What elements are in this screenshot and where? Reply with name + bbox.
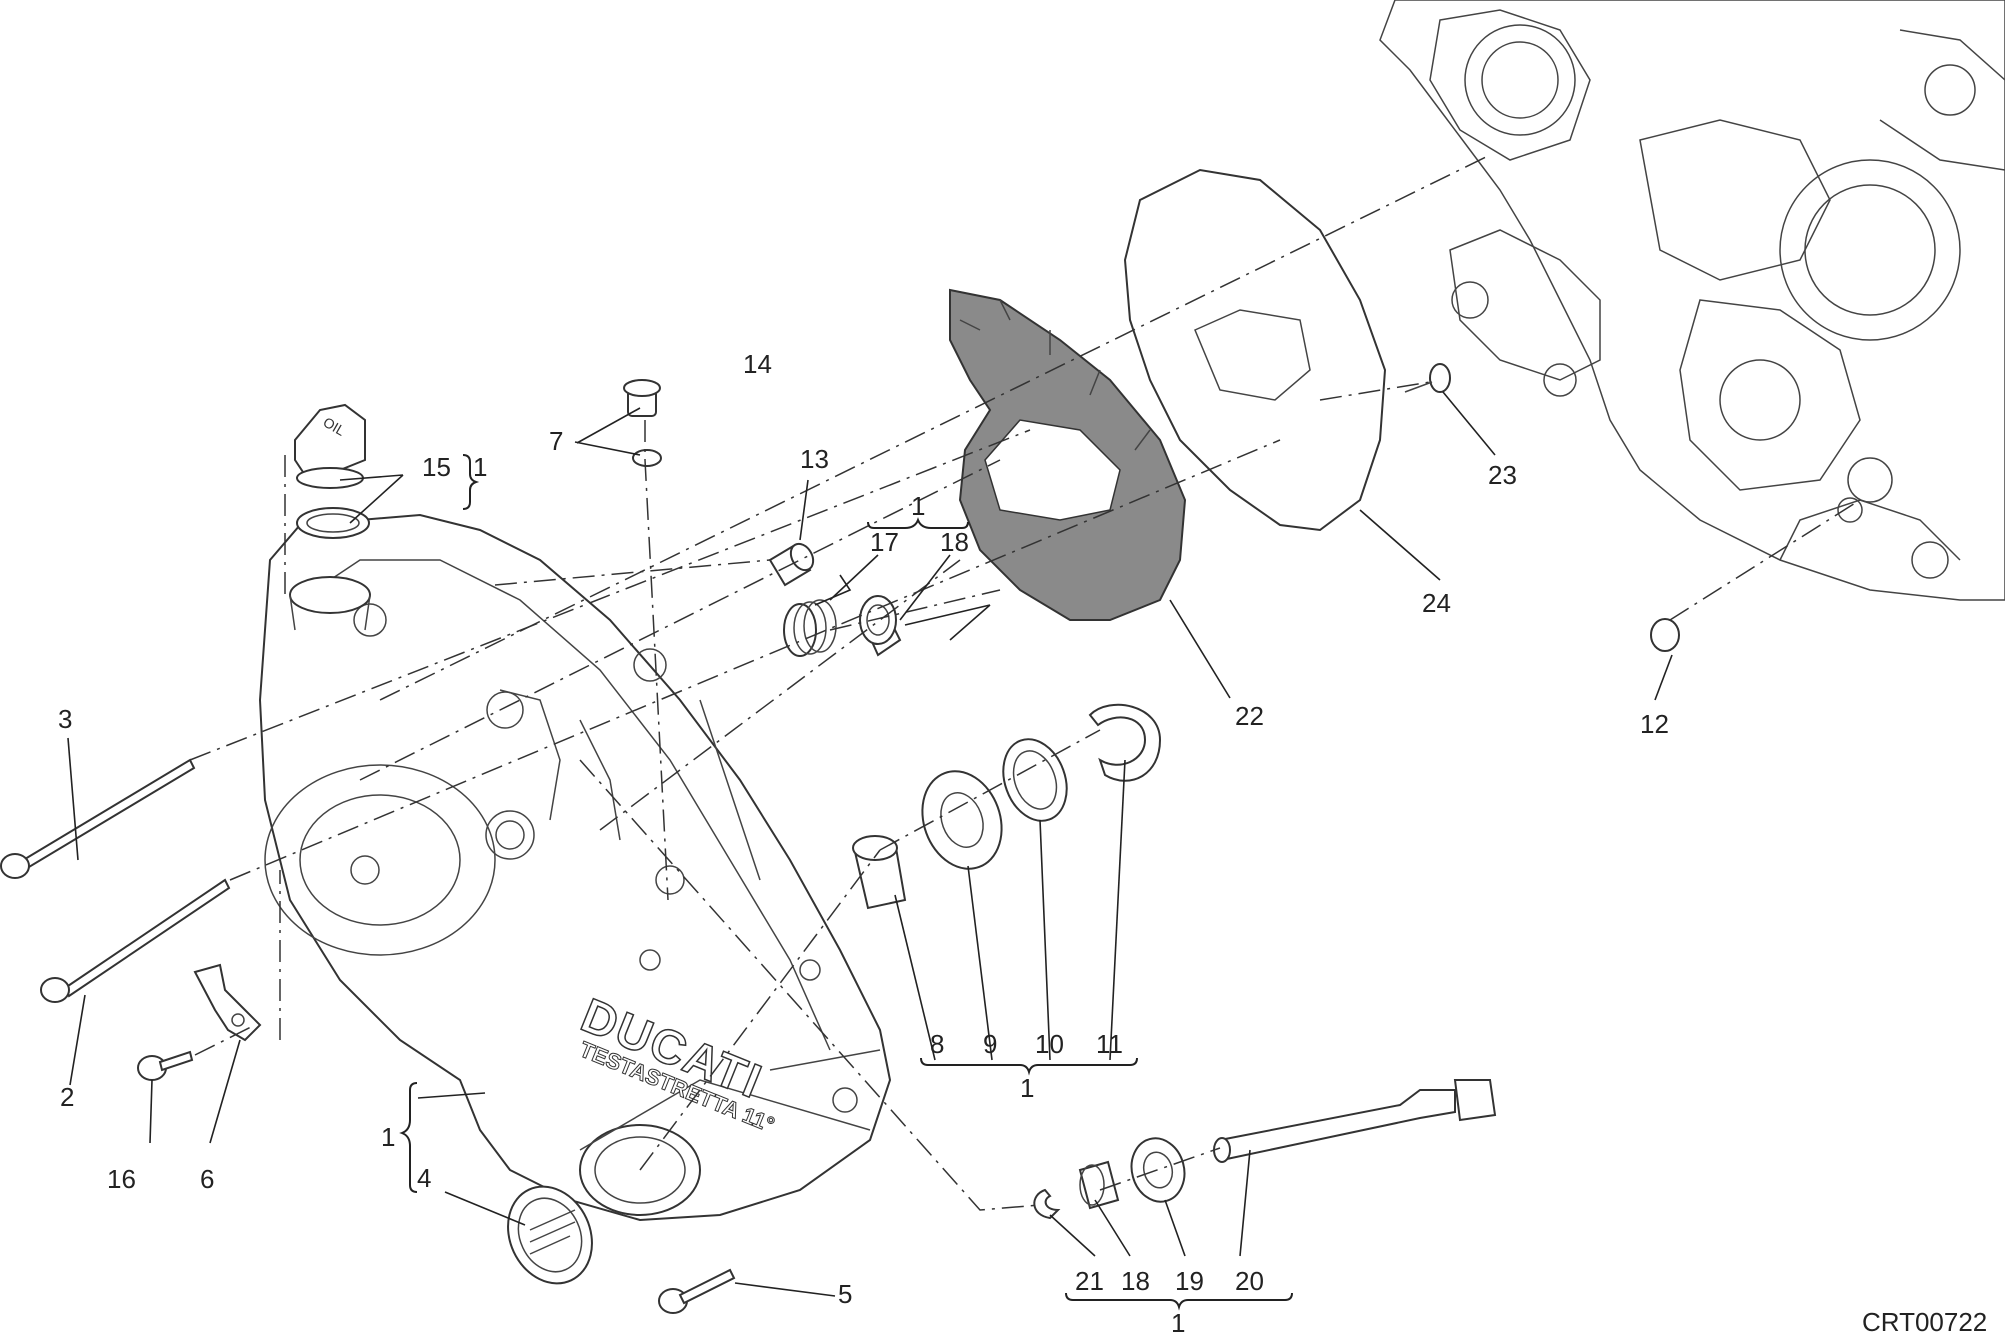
callout-7: 7 bbox=[549, 426, 563, 456]
callout-17: 17 bbox=[870, 527, 899, 557]
callout-16: 16 bbox=[107, 1164, 136, 1194]
callout-1-shaft-group: 1 bbox=[1171, 1308, 1185, 1338]
clutch-shaft-20 bbox=[1213, 1079, 1497, 1163]
o-ring-12 bbox=[1650, 618, 1680, 652]
callout-8: 8 bbox=[930, 1029, 944, 1059]
callout-2: 2 bbox=[60, 1082, 74, 1112]
circlip-11 bbox=[1088, 703, 1162, 782]
callout-22: 22 bbox=[1235, 701, 1264, 731]
cap-o-ring bbox=[296, 507, 370, 539]
callout-15: 15 bbox=[422, 452, 451, 482]
gasket-22 bbox=[949, 288, 1187, 621]
drawing-code: CRT00722 bbox=[1862, 1307, 1987, 1337]
oil-seal-9 bbox=[921, 770, 1003, 870]
callout-11: 11 bbox=[1096, 1029, 1123, 1059]
callout-18-upper: 18 bbox=[940, 527, 969, 557]
callout-24: 24 bbox=[1422, 588, 1451, 618]
callout-1-cap-group: 1 bbox=[473, 452, 487, 482]
callout-3: 3 bbox=[58, 704, 72, 734]
oil-seal-19 bbox=[1130, 1137, 1186, 1203]
oil-filler-cap: OIL bbox=[294, 403, 366, 489]
callout-6: 6 bbox=[200, 1164, 214, 1194]
plug-washer bbox=[632, 449, 662, 467]
screw-16 bbox=[137, 1050, 194, 1081]
screw-5 bbox=[658, 1268, 736, 1314]
callout-21: 21 bbox=[1075, 1266, 1104, 1296]
callout-4: 4 bbox=[417, 1163, 431, 1193]
callout-1-spring-group: 1 bbox=[911, 491, 925, 521]
gasket-24 bbox=[1123, 168, 1387, 532]
callout-10: 10 bbox=[1035, 1029, 1064, 1059]
needle-bearing-lower bbox=[1078, 1160, 1120, 1210]
return-spring bbox=[783, 574, 852, 657]
drain-plug bbox=[623, 379, 661, 417]
callout-5: 5 bbox=[838, 1279, 852, 1309]
clutch-cover: DUCATI TESTASTRETTA 11° bbox=[258, 513, 892, 1222]
circlip-21 bbox=[1033, 1188, 1061, 1220]
callout-1-seal-group: 1 bbox=[1020, 1073, 1034, 1103]
callout-23: 23 bbox=[1488, 460, 1517, 490]
assembly-axis-lines bbox=[189, 154, 1861, 1211]
bolt-3 bbox=[0, 758, 196, 879]
shim-10 bbox=[1002, 738, 1068, 822]
callout-18-lower: 18 bbox=[1121, 1266, 1150, 1296]
bushing-8 bbox=[852, 835, 907, 910]
callout-13: 13 bbox=[800, 444, 829, 474]
callout-14: 14 bbox=[743, 349, 772, 379]
callout-19: 19 bbox=[1175, 1266, 1204, 1296]
bolt-2 bbox=[40, 878, 231, 1003]
leader-lines bbox=[67, 391, 1673, 1297]
inspection-cap-4 bbox=[507, 1185, 593, 1285]
crankcase bbox=[1379, 0, 2005, 601]
callout-9: 9 bbox=[983, 1029, 997, 1059]
needle-bearing-upper bbox=[858, 595, 902, 657]
group-braces bbox=[399, 454, 1293, 1311]
callout-labels: 1 1 1 1 1 2 3 4 5 6 7 8 9 10 11 12 13 14… bbox=[58, 349, 1669, 1338]
callout-1-cover: 1 bbox=[381, 1122, 395, 1152]
bolt-23 bbox=[1404, 363, 1451, 393]
bracket-6 bbox=[193, 963, 262, 1042]
callout-12: 12 bbox=[1640, 709, 1669, 739]
callout-20: 20 bbox=[1235, 1266, 1264, 1296]
